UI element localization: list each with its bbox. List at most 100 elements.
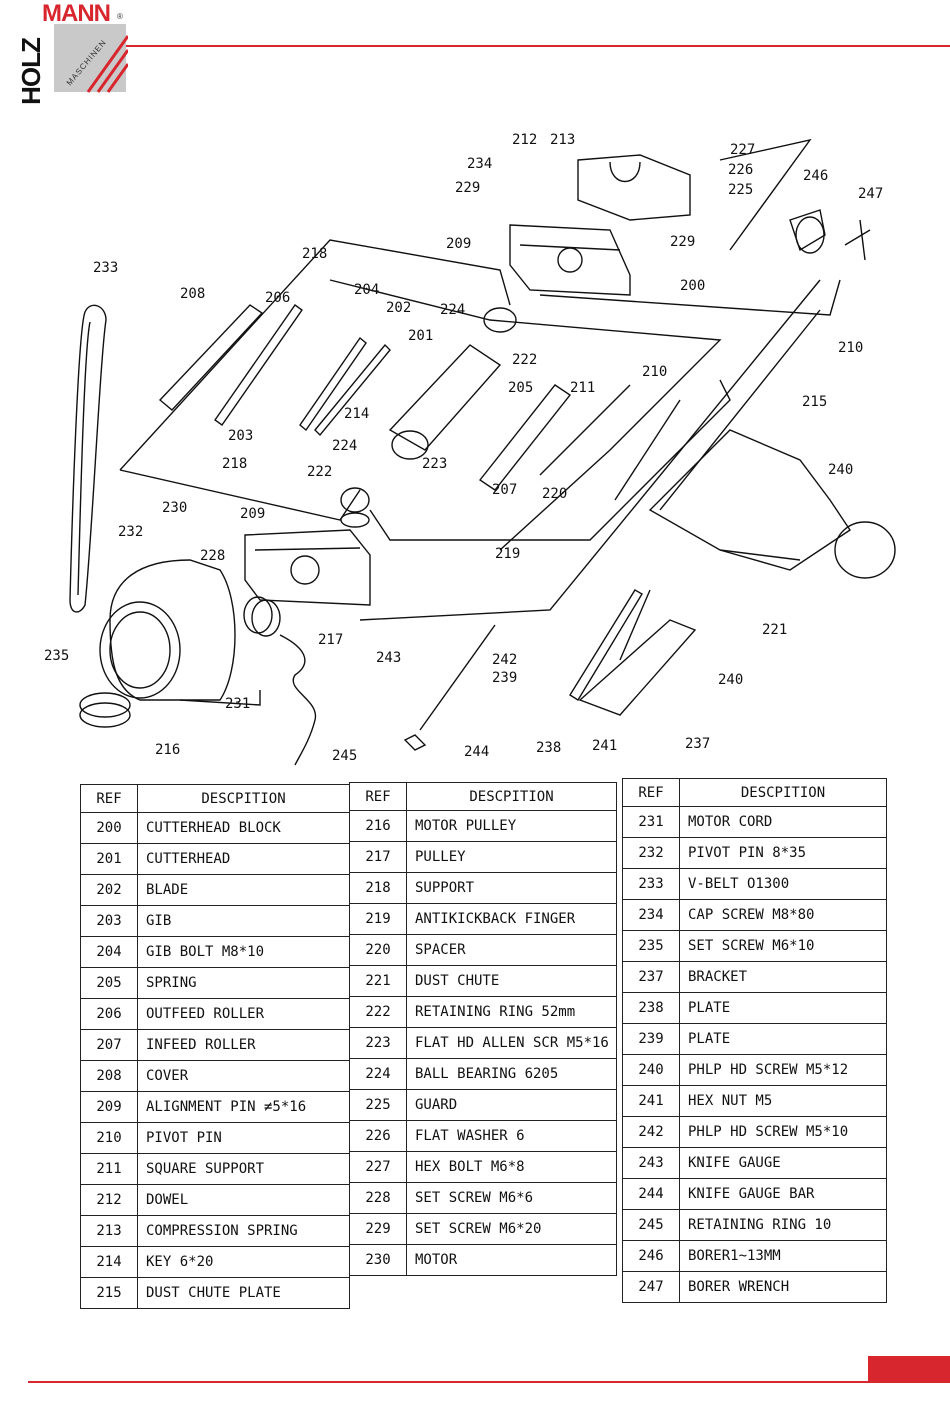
callout: 224	[332, 438, 357, 454]
desc-cell: MOTOR	[406, 1244, 617, 1276]
callout: 222	[307, 464, 332, 480]
logo-holz: HOLZ	[15, 38, 46, 105]
desc-header: DESCPITION	[137, 784, 350, 813]
desc-cell: BALL BEARING 6205	[406, 1058, 617, 1090]
ref-cell: 212	[80, 1184, 138, 1216]
callout: 215	[802, 394, 827, 410]
ref-cell: 218	[349, 872, 407, 904]
ref-cell: 241	[622, 1085, 680, 1117]
callout: 228	[200, 548, 225, 564]
callout: 241	[592, 738, 617, 754]
desc-cell: BORER1~13MM	[679, 1240, 887, 1272]
desc-cell: BRACKET	[679, 961, 887, 993]
callout: 214	[344, 406, 369, 422]
callout: 233	[93, 260, 118, 276]
ref-cell: 230	[349, 1244, 407, 1276]
callout: 203	[228, 428, 253, 444]
callout: 218	[222, 456, 247, 472]
ref-cell: 237	[622, 961, 680, 993]
desc-cell: RETAINING RING 52mm	[406, 996, 617, 1028]
desc-cell: COVER	[137, 1060, 350, 1092]
callout: 225	[728, 182, 753, 198]
callout: 232	[118, 524, 143, 540]
ref-cell: 211	[80, 1153, 138, 1185]
callout: 210	[642, 364, 667, 380]
desc-cell: FLAT HD ALLEN SCR M5*16	[406, 1027, 617, 1059]
ref-cell: 238	[622, 992, 680, 1024]
logo-stripes	[86, 35, 128, 93]
callout: 234	[467, 156, 492, 172]
footer-rule	[28, 1381, 950, 1383]
desc-cell: SPACER	[406, 934, 617, 966]
callout: 200	[680, 278, 705, 294]
desc-cell: CAP SCREW M8*80	[679, 899, 887, 931]
desc-cell: HEX NUT M5	[679, 1085, 887, 1117]
ref-cell: 201	[80, 843, 138, 875]
callout: 247	[858, 186, 883, 202]
desc-cell: DUST CHUTE PLATE	[137, 1277, 350, 1309]
callout: 227	[730, 142, 755, 158]
desc-cell: PHLP HD SCREW M5*12	[679, 1054, 887, 1086]
callout: 244	[464, 744, 489, 760]
callout: 243	[376, 650, 401, 666]
desc-cell: BLADE	[137, 874, 350, 906]
desc-cell: MOTOR PULLEY	[406, 810, 617, 842]
desc-cell: SET SCREW M6*10	[679, 930, 887, 962]
callout: 230	[162, 500, 187, 516]
ref-cell: 220	[349, 934, 407, 966]
ref-cell: 217	[349, 841, 407, 873]
callout: 229	[455, 180, 480, 196]
ref-cell: 202	[80, 874, 138, 906]
callout: 223	[422, 456, 447, 472]
desc-cell: SQUARE SUPPORT	[137, 1153, 350, 1185]
ref-cell: 225	[349, 1089, 407, 1121]
ref-cell: 247	[622, 1271, 680, 1303]
ref-cell: 234	[622, 899, 680, 931]
desc-cell: PHLP HD SCREW M5*10	[679, 1116, 887, 1148]
desc-cell: INFEED ROLLER	[137, 1029, 350, 1061]
callout: 222	[512, 352, 537, 368]
ref-header: REF	[349, 782, 407, 811]
desc-cell: CUTTERHEAD BLOCK	[137, 812, 350, 844]
logo-registered: ®	[117, 12, 123, 21]
desc-cell: V-BELT O1300	[679, 868, 887, 900]
callout: 213	[550, 132, 575, 148]
desc-cell: RETAINING RING 10	[679, 1209, 887, 1241]
callout: 239	[492, 670, 517, 686]
table-header: REF DESCPITION	[80, 784, 350, 813]
desc-header: DESCPITION	[406, 782, 617, 811]
table-header: REF DESCPITION	[622, 778, 887, 807]
ref-cell: 228	[349, 1182, 407, 1214]
desc-cell: KNIFE GAUGE BAR	[679, 1178, 887, 1210]
desc-cell: COMPRESSION SPRING	[137, 1215, 350, 1247]
footer-accent-block	[868, 1356, 950, 1382]
callout: 218	[302, 246, 327, 262]
ref-cell: 206	[80, 998, 138, 1030]
ref-cell: 214	[80, 1246, 138, 1278]
ref-cell: 204	[80, 936, 138, 968]
desc-header: DESCPITION	[679, 778, 887, 807]
desc-cell: SPRING	[137, 967, 350, 999]
desc-cell: DUST CHUTE	[406, 965, 617, 997]
callout: 207	[492, 482, 517, 498]
ref-cell: 203	[80, 905, 138, 937]
